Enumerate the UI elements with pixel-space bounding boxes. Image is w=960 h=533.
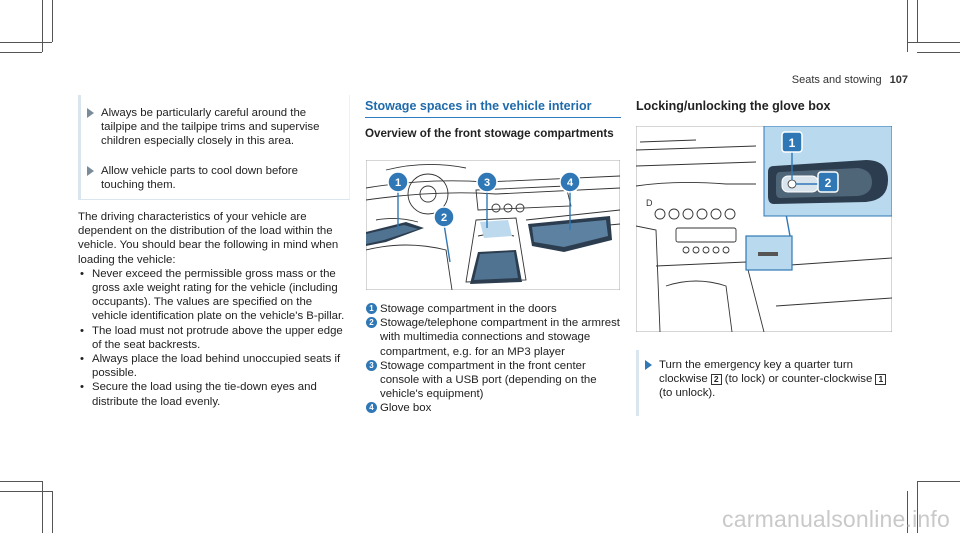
arrow-icon [645, 360, 652, 370]
warning-box: Always be particularly careful around th… [78, 95, 350, 200]
callout-1: 1 [387, 171, 409, 193]
crop-mark [52, 0, 53, 42]
callout-2: 2 [433, 206, 455, 228]
crop-mark [52, 491, 53, 533]
svg-text:D: D [646, 198, 653, 208]
crop-mark [0, 42, 52, 43]
legend-number: 2 [366, 317, 377, 329]
front-stowage-illustration: 1 2 3 4 [366, 160, 620, 290]
callout-3: 3 [476, 171, 498, 193]
load-paragraph: The driving characteristics of your vehi… [78, 210, 348, 409]
crop-mark [0, 491, 52, 492]
svg-text:4: 4 [567, 177, 574, 189]
subsection-title: Overview of the front stowage compartmen… [365, 127, 614, 140]
key-1: 1 [875, 374, 887, 386]
crop-mark [907, 491, 908, 533]
section-name: Seats and stowing [791, 74, 882, 86]
crop-mark [42, 0, 43, 52]
glove-box-illustration: D 1 2 [636, 126, 892, 332]
watermark: carmanualsonline.info [722, 506, 950, 532]
svg-text:1: 1 [395, 177, 401, 189]
section-title: Stowage spaces in the vehicle interior [365, 99, 621, 118]
running-header: Seats and stowing 107 [792, 74, 908, 86]
callout-box-1: 1 [781, 131, 803, 153]
crop-mark [917, 0, 918, 42]
list-item: Secure the load using the tie-down eyes … [78, 380, 348, 408]
glove-box-title: Locking/unlocking the glove box [636, 99, 831, 113]
arrow-icon [87, 166, 94, 176]
crop-mark [917, 481, 960, 482]
crop-mark [917, 52, 960, 53]
legend-number: 4 [366, 402, 377, 414]
key-2: 2 [710, 374, 722, 386]
crop-mark [42, 481, 43, 533]
crop-mark [907, 0, 908, 52]
svg-text:1: 1 [789, 136, 796, 150]
legend-number: 3 [366, 359, 377, 371]
crop-mark [917, 481, 918, 533]
warning-item: Always be particularly careful around th… [87, 106, 336, 149]
list-item: Never exceed the permissible gross mass … [78, 267, 348, 324]
crop-mark [0, 481, 42, 482]
crop-mark [0, 52, 42, 53]
warning-item: Allow vehicle parts to cool down before … [87, 164, 336, 192]
list-item: Always place the load behind unoccupied … [78, 352, 348, 380]
loading-rules-list: Never exceed the permissible gross mass … [78, 267, 348, 409]
callout-4: 4 [559, 171, 581, 193]
callout-box-2: 2 [817, 171, 839, 193]
instruction-step: Turn the emergency key a quarter turn cl… [636, 350, 895, 416]
svg-text:2: 2 [441, 212, 447, 224]
svg-text:2: 2 [825, 176, 832, 190]
arrow-icon [87, 108, 94, 118]
crop-mark [907, 42, 960, 43]
intro-text: The driving characteristics of your vehi… [78, 211, 339, 266]
step-text: Turn the emergency key a quarter turn cl… [645, 358, 889, 401]
legend-number: 1 [366, 303, 377, 314]
page-number: 107 [889, 74, 908, 86]
list-item: The load must not protrude above the upp… [78, 324, 348, 352]
svg-text:3: 3 [484, 177, 490, 189]
